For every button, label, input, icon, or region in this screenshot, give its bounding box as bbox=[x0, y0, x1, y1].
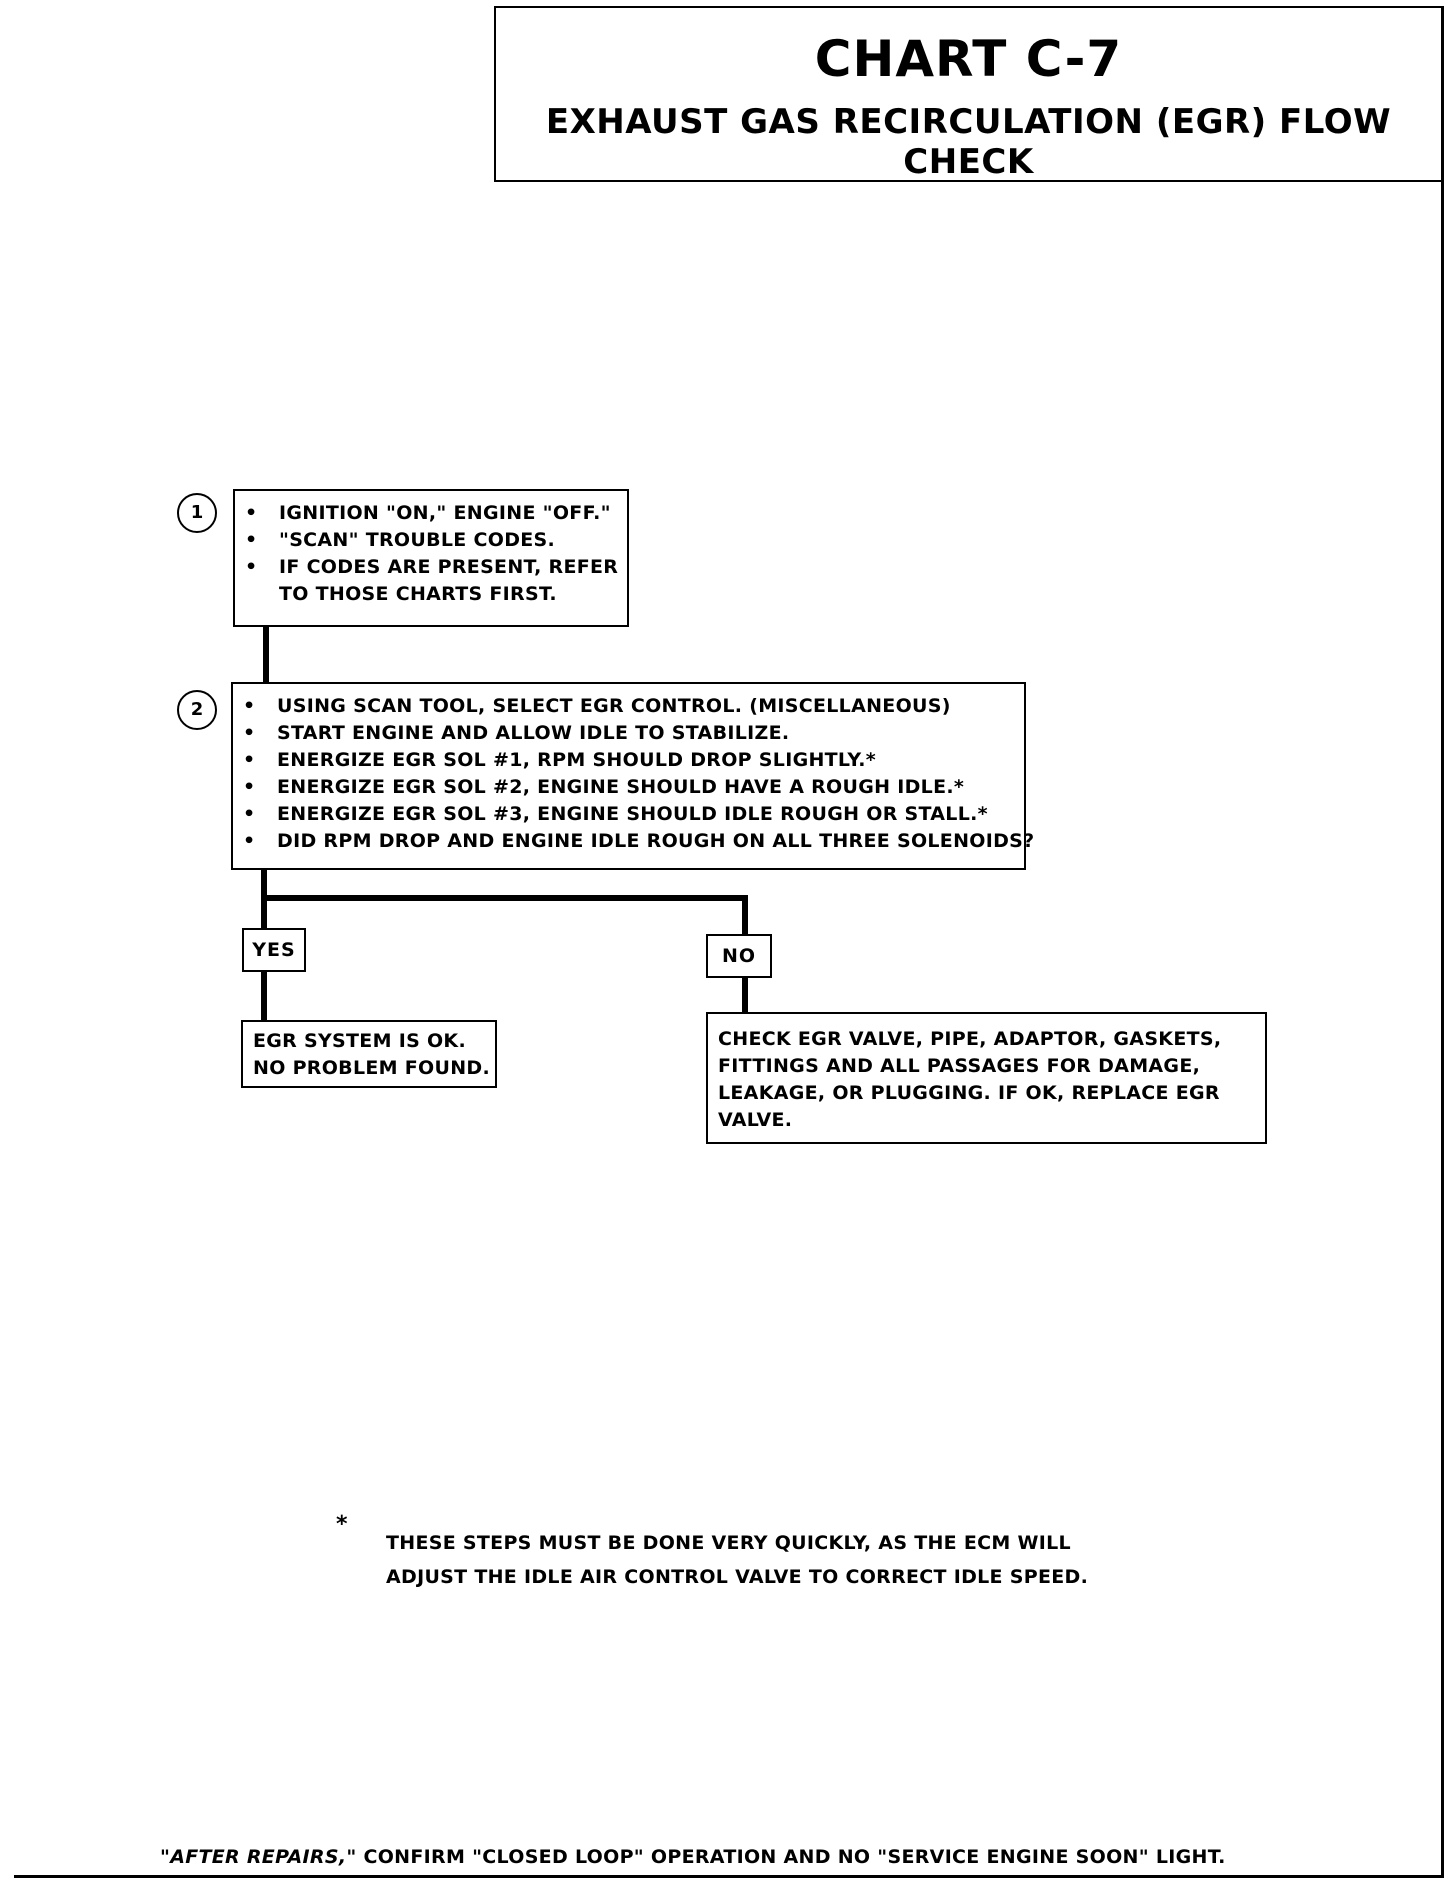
step-2-item: •ENERGIZE EGR SOL #1, RPM SHOULD DROP SL… bbox=[233, 747, 1024, 774]
step-2-list: •USING SCAN TOOL, SELECT EGR CONTROL. (M… bbox=[233, 693, 1034, 855]
bullet-icon: • bbox=[245, 556, 258, 578]
footer-emphasis: "AFTER REPAIRS," bbox=[160, 1846, 357, 1868]
bullet-icon: • bbox=[243, 803, 256, 825]
step-1-list: •IGNITION "ON," ENGINE "OFF." •"SCAN" TR… bbox=[235, 500, 627, 608]
step-1-item-continuation: TO THOSE CHARTS FIRST. bbox=[279, 583, 557, 605]
step-2-box: •USING SCAN TOOL, SELECT EGR CONTROL. (M… bbox=[231, 682, 1034, 870]
footnote-line: THESE STEPS MUST BE DONE VERY QUICKLY, A… bbox=[386, 1532, 1071, 1554]
footnote: THESE STEPS MUST BE DONE VERY QUICKLY, A… bbox=[386, 1526, 1088, 1594]
step-1-item: •IGNITION "ON," ENGINE "OFF." bbox=[235, 500, 627, 527]
bullet-icon: • bbox=[243, 830, 256, 852]
bullet-icon: • bbox=[243, 695, 256, 717]
chart-title: CHART C-7 bbox=[814, 30, 1123, 88]
yes-result-box: EGR SYSTEM IS OK. NO PROBLEM FOUND. bbox=[241, 1020, 497, 1088]
title-box: CHART C-7 EXHAUST GAS RECIRCULATION (EGR… bbox=[494, 6, 1444, 182]
connector-line bbox=[261, 895, 748, 901]
footnote-line: ADJUST THE IDLE AIR CONTROL VALVE TO COR… bbox=[386, 1566, 1089, 1588]
connector-line bbox=[742, 895, 748, 935]
no-result-line: VALVE. bbox=[718, 1109, 793, 1131]
step-1-marker: 1 bbox=[177, 493, 217, 533]
connector-line bbox=[742, 978, 748, 1012]
step-2-item: •DID RPM DROP AND ENGINE IDLE ROUGH ON A… bbox=[233, 828, 1034, 855]
chart-subtitle: EXHAUST GAS RECIRCULATION (EGR) FLOW CHE… bbox=[545, 102, 1392, 182]
footnote-marker: * bbox=[336, 1512, 348, 1537]
bullet-icon: • bbox=[243, 722, 256, 744]
no-label: NO bbox=[706, 934, 772, 978]
yes-result-line: EGR SYSTEM IS OK. bbox=[253, 1030, 466, 1052]
connector-line bbox=[261, 972, 267, 1022]
yes-label: YES bbox=[242, 928, 306, 972]
step-1-item: •"SCAN" TROUBLE CODES. bbox=[235, 527, 627, 554]
step-1-box: •IGNITION "ON," ENGINE "OFF." •"SCAN" TR… bbox=[233, 489, 629, 627]
page-frame bbox=[14, 6, 1444, 1878]
step-2-item: •ENERGIZE EGR SOL #2, ENGINE SHOULD HAVE… bbox=[233, 774, 1024, 801]
yes-result-line: NO PROBLEM FOUND. bbox=[253, 1057, 491, 1079]
no-result-box: CHECK EGR VALVE, PIPE, ADAPTOR, GASKETS,… bbox=[706, 1012, 1267, 1144]
connector-line bbox=[263, 627, 269, 683]
step-2-marker: 2 bbox=[177, 690, 217, 730]
step-2-item: •START ENGINE AND ALLOW IDLE TO STABILIZ… bbox=[233, 720, 1024, 747]
step-2-item: •ENERGIZE EGR SOL #3, ENGINE SHOULD IDLE… bbox=[233, 801, 1024, 828]
no-result-line: FITTINGS AND ALL PASSAGES FOR DAMAGE, bbox=[718, 1055, 1201, 1077]
bullet-icon: • bbox=[243, 749, 256, 771]
no-result-line: LEAKAGE, OR PLUGGING. IF OK, REPLACE EGR bbox=[718, 1082, 1220, 1104]
bullet-icon: • bbox=[245, 502, 258, 524]
footer-text: CONFIRM "CLOSED LOOP" OPERATION AND NO "… bbox=[356, 1846, 1226, 1868]
bullet-icon: • bbox=[243, 776, 256, 798]
step-2-item: •USING SCAN TOOL, SELECT EGR CONTROL. (M… bbox=[233, 693, 1024, 720]
footer-note: "AFTER REPAIRS," CONFIRM "CLOSED LOOP" O… bbox=[160, 1846, 1226, 1868]
no-result-line: CHECK EGR VALVE, PIPE, ADAPTOR, GASKETS, bbox=[718, 1028, 1222, 1050]
bullet-icon: • bbox=[245, 529, 258, 551]
